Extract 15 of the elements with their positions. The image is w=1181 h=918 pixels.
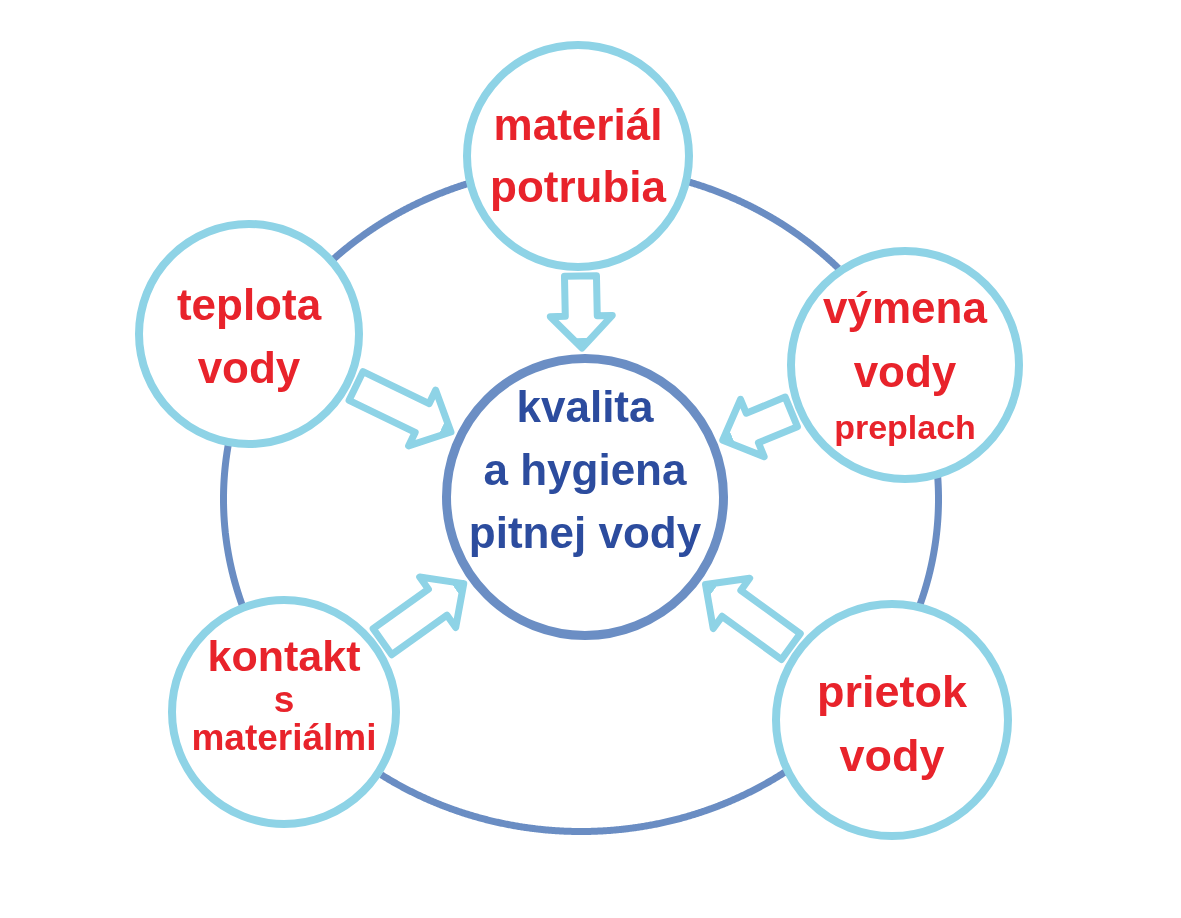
circle-label: kontakt <box>207 631 361 681</box>
hollow-arrow <box>702 574 804 663</box>
circle-label: kvalita a hygiena pitnej vody <box>468 380 702 559</box>
hollow-arrow <box>345 368 455 450</box>
hollow-arrow <box>546 272 616 352</box>
hollow-arrow <box>719 393 801 461</box>
circle-label: teplota vody <box>176 279 322 394</box>
circle-label: s materiálmi <box>191 681 377 757</box>
circle-label: výmena vody <box>823 282 987 398</box>
hollow-arrow <box>369 573 468 659</box>
circle-label: prietok vody <box>817 665 967 783</box>
circle-label: preplach <box>834 407 976 448</box>
curved-line <box>378 769 788 835</box>
curved-line <box>330 180 470 262</box>
circle-label: materiál potrubia <box>490 99 666 213</box>
